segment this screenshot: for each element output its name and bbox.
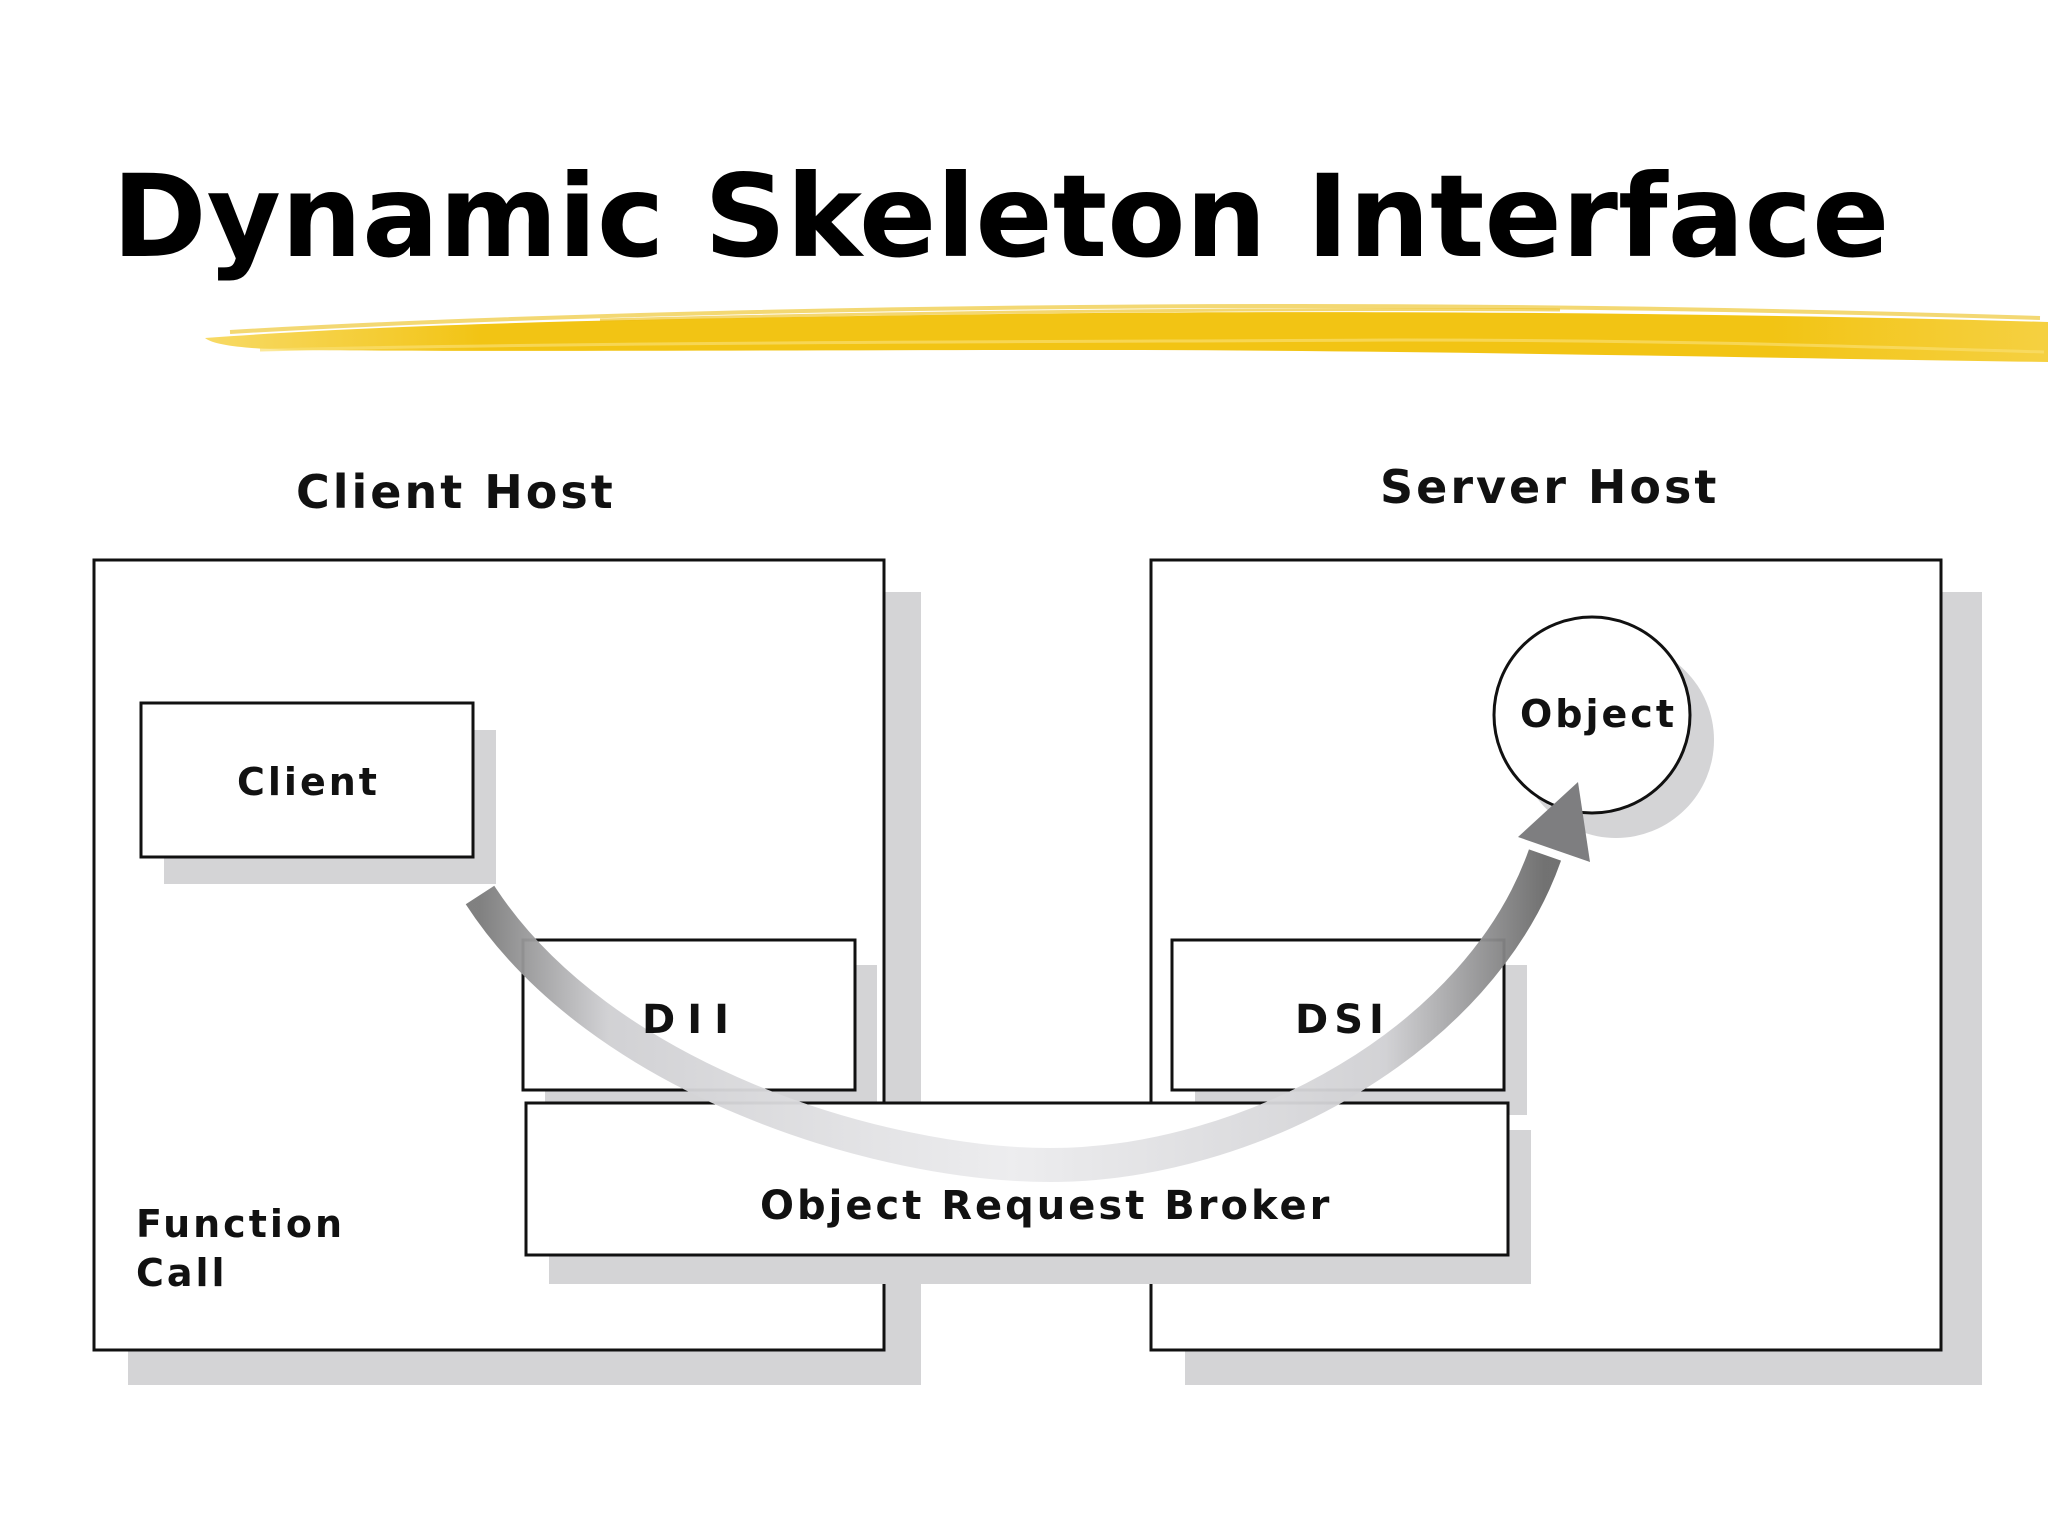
client-box — [139, 701, 475, 859]
function-call-label-line-1: Function — [136, 1202, 345, 1246]
call-flow-arrow-head — [1518, 782, 1590, 862]
object-label: Object — [1520, 692, 1677, 736]
object-circle — [1492, 615, 1692, 815]
orb-box — [524, 1101, 1510, 1257]
brush-streak — [229, 303, 2041, 334]
slide-title: Dynamic Skeleton Interface — [112, 150, 1890, 283]
client-host-label: Client Host — [296, 465, 616, 519]
dsi-label: DSI — [1295, 997, 1390, 1043]
brush-streak — [599, 307, 1561, 322]
call-flow-arrow-body — [465, 849, 1562, 1183]
client-label: Client — [237, 760, 380, 804]
server-host-label: Server Host — [1380, 460, 1719, 514]
brush-streak — [259, 338, 2045, 354]
orb-label: Object Request Broker — [760, 1183, 1332, 1229]
function-call-label-line-2: Call — [136, 1251, 228, 1295]
brush-stroke — [205, 312, 2048, 362]
dii-label: DII — [642, 997, 741, 1043]
